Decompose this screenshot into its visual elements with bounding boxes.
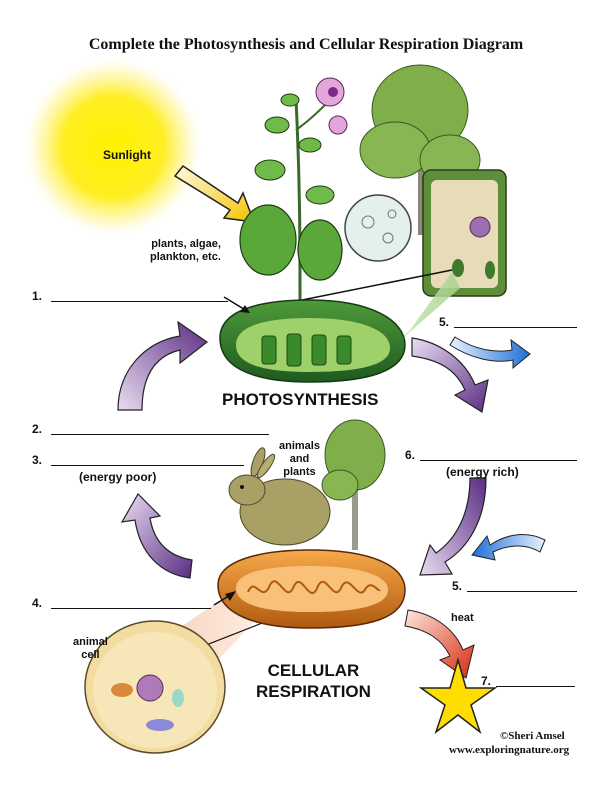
energy-poor-label: (energy poor) (79, 470, 157, 484)
blank-1-number: 1. (32, 289, 43, 303)
credit-site[interactable]: www.exploringnature.org (449, 744, 570, 756)
heat-label: heat (451, 612, 474, 624)
credit-author: ©Sheri Amsel (500, 730, 565, 742)
mitochondrion (217, 549, 406, 629)
blank-6-line[interactable] (420, 460, 577, 461)
blank-7-line[interactable] (496, 686, 575, 687)
output-arrow-top (449, 336, 531, 370)
blank-5-lower-number: 5. (452, 579, 463, 593)
rabbit-illustration (228, 447, 331, 546)
plants-label: plants, algae, plankton, etc. (150, 238, 221, 263)
blank-5-top-line[interactable] (454, 327, 577, 328)
blank-5-top-number: 5. (439, 315, 450, 329)
blank-4-number: 4. (32, 596, 43, 610)
input-arrow-lower (471, 534, 546, 561)
page-title: Complete the Photosynthesis and Cellular… (88, 36, 524, 53)
cycle-arrow-right-down-lower (419, 477, 487, 576)
blank-4-line[interactable] (51, 608, 211, 609)
sunlight-label: Sunlight (103, 148, 151, 162)
animal-cell (84, 620, 226, 754)
small-tree-illustration (321, 419, 386, 550)
heat-arrow (404, 609, 475, 679)
blank-2-number: 2. (32, 422, 43, 436)
chloroplast (219, 299, 406, 383)
energy-star (418, 657, 498, 735)
tree-illustration (359, 64, 481, 235)
animals-plants-label: animals and plants (279, 440, 320, 478)
cycle-arrow-left-up (120, 493, 193, 579)
blank-2-line[interactable] (51, 434, 269, 435)
blank-5-lower-line[interactable] (467, 591, 577, 592)
blank-1-line[interactable] (51, 301, 228, 302)
plant-illustration (239, 77, 348, 301)
blank-3-line[interactable] (51, 465, 244, 466)
algae-microscope-view (344, 194, 412, 262)
plant-cell (422, 169, 507, 297)
photosynthesis-heading: PHOTOSYNTHESIS (222, 390, 379, 409)
cycle-arrow-right-down (411, 337, 489, 413)
sunlight-arrow (173, 164, 256, 223)
blank-3-number: 3. (32, 453, 43, 467)
cellular-respiration-heading: CELLULAR RESPIRATION (256, 661, 371, 701)
energy-rich-label: (energy rich) (446, 465, 519, 479)
blank-7-number: 7. (481, 674, 492, 688)
cycle-arrow-up-left (117, 320, 209, 411)
blank-6-number: 6. (405, 448, 416, 462)
sun (21, 55, 205, 239)
animal-cell-label: animal cell (73, 636, 108, 661)
